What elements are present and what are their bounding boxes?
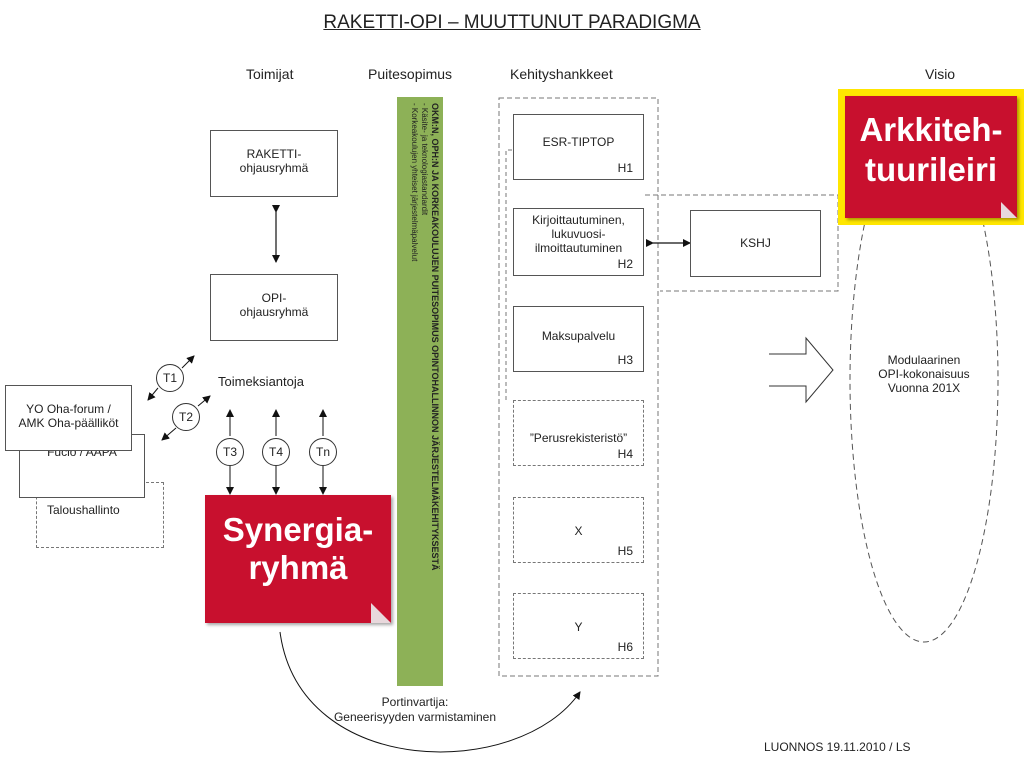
opi-ohjausryhma-box: OPI- ohjausryhmä xyxy=(210,274,338,341)
puitesopimus-bullet-2: - Korkeakoulujen yhteiset järjestelmäpal… xyxy=(410,103,419,262)
raketti-ohjausryhma-box: RAKETTI- ohjausryhmä xyxy=(210,130,338,197)
arkkitehtuurileiri-fold-corner xyxy=(1001,202,1017,218)
oha-forum-box: YO Oha-forum / AMK Oha-päälliköt xyxy=(5,385,132,451)
kshj-box: KSHJ xyxy=(690,210,821,277)
footer-draft-note: LUONNOS 19.11.2010 / LS xyxy=(764,740,911,754)
puitesopimus-bullet-1: - Käsite- ja teknologiastandardit xyxy=(420,103,429,216)
circle-t1: T1 xyxy=(156,364,184,392)
circle-t3: T3 xyxy=(216,438,244,466)
header-puitesopimus: Puitesopimus xyxy=(368,66,453,82)
header-visio: Visio xyxy=(925,66,956,82)
header-kehityshankkeet: Kehityshankkeet xyxy=(510,66,613,82)
page-title: RAKETTI-OPI – MUUTTUNUT PARADIGMA xyxy=(323,12,701,33)
arkkitehtuurileiri-box: Arkkiteh- tuurileiri xyxy=(845,96,1017,218)
toimeksiantoja-label: Toimeksiantoja xyxy=(218,374,304,389)
visio-text: Modulaarinen OPI-kokonaisuus Vuonna 201X xyxy=(878,353,970,395)
hanke-h4: ”Perusrekisteristö”H4 xyxy=(513,400,644,466)
synergiaryhma-box: Synergia- ryhmä xyxy=(205,495,391,623)
circle-t4: T4 xyxy=(262,438,290,466)
puitesopimus-title: OKM:N, OPH:N JA KORKEAKOULUJEN PUITESOPI… xyxy=(430,103,440,571)
portinvartija-label: Portinvartija: Geneerisyyden varmistamin… xyxy=(333,695,497,724)
circle-t2: T2 xyxy=(172,403,200,431)
synergia-fold-corner xyxy=(371,603,391,623)
circle-tn: Tn xyxy=(309,438,337,466)
hanke-h2: Kirjoittautuminen, lukuvuosi- ilmoittaut… xyxy=(513,208,644,276)
header-toimijat: Toimijat xyxy=(246,66,294,82)
puitesopimus-band: OKM:N, OPH:N JA KORKEAKOULUJEN PUITESOPI… xyxy=(397,97,443,686)
